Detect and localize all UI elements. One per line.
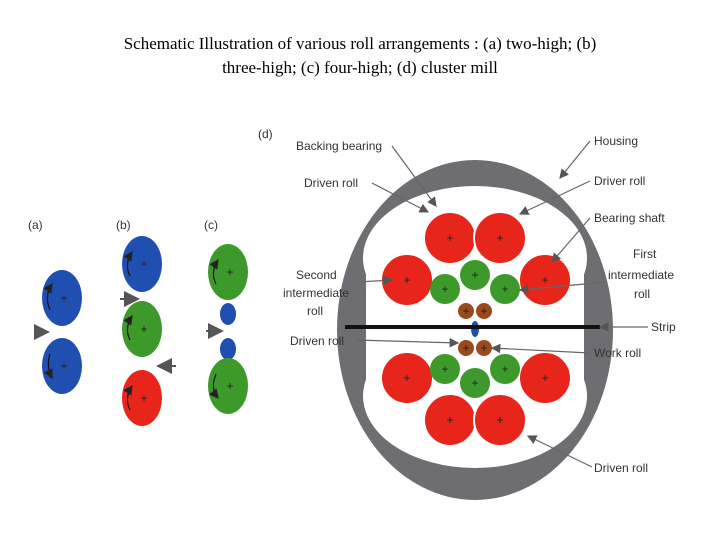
backup-roll-c-top <box>208 244 248 300</box>
roll-b-top <box>122 236 162 292</box>
roll-symbol: + <box>496 413 503 427</box>
leader-second-intermediate <box>357 275 394 286</box>
backing-roll <box>518 351 572 405</box>
work-roll <box>458 303 474 319</box>
roll-symbol: + <box>446 231 453 245</box>
title-line-2: three-high; (c) four-high; (d) cluster m… <box>222 58 498 77</box>
roll-a-bottom <box>42 338 82 394</box>
label-driven-roll-mid: Driven roll <box>290 334 344 348</box>
backing-roll <box>473 211 527 265</box>
first-intermediate-roll <box>460 260 490 290</box>
backing-roll <box>518 253 572 307</box>
roll-symbol: + <box>541 273 548 287</box>
roll-symbol: + <box>446 413 453 427</box>
work-roll-c-bottom <box>220 338 236 360</box>
roll-symbol: + <box>441 282 448 296</box>
figure-title: Schematic Illustration of various roll a… <box>40 32 680 80</box>
roll-symbol: + <box>501 362 508 376</box>
label-driver-roll: Driver roll <box>594 174 645 188</box>
work-roll <box>476 340 492 356</box>
roll-b-middle <box>122 301 162 357</box>
leader-backing-bearing <box>391 145 437 207</box>
first-intermediate-roll <box>490 274 520 304</box>
leader-first-intermediate <box>518 281 607 295</box>
roll-symbol: + <box>480 304 487 318</box>
label-second-intermediate-2: intermediate <box>283 286 349 300</box>
label-driven-roll-top: Driven roll <box>304 176 358 190</box>
work-roll <box>476 303 492 319</box>
label-first-intermediate-1: First <box>633 247 657 261</box>
label-bearing-shaft: Bearing shaft <box>594 211 665 225</box>
roll-symbol: + <box>441 362 448 376</box>
panel-b-label: (b) <box>116 218 131 232</box>
leader-housing <box>559 140 591 179</box>
backing-roll <box>473 393 527 447</box>
roll-symbol: + <box>471 376 478 390</box>
label-second-intermediate-1: Second <box>296 268 337 282</box>
label-backing-bearing: Backing bearing <box>296 139 382 153</box>
roll-symbol: + <box>403 273 410 287</box>
title-line-1: Schematic Illustration of various roll a… <box>123 34 597 53</box>
roll-symbol: + <box>140 257 147 271</box>
first-intermediate-roll <box>430 274 460 304</box>
leader-bearing-shaft <box>551 217 591 263</box>
three-high-mill: + + + <box>120 236 176 426</box>
label-strip: Strip <box>651 320 676 334</box>
strip <box>345 325 600 329</box>
work-roll <box>458 340 474 356</box>
work-roll-c-top <box>220 303 236 325</box>
roll-symbol: + <box>226 379 233 393</box>
panel-c-label: (c) <box>204 218 218 232</box>
roll-symbol: + <box>140 322 147 336</box>
roll-symbol: + <box>541 371 548 385</box>
leader-driven-roll-mid <box>355 337 460 348</box>
label-second-intermediate-3: roll <box>307 304 323 318</box>
backup-roll-c-bottom <box>208 358 248 414</box>
four-high-mill: + + <box>206 244 248 414</box>
roll-symbol: + <box>403 371 410 385</box>
leader-driven-roll-top <box>371 182 430 213</box>
panel-d-label: (d) <box>258 127 273 141</box>
panel-a-label: (a) <box>28 218 43 232</box>
leader-work-roll <box>490 343 591 354</box>
cluster-mill: + + + + + + + + + + + + + + + + + + <box>283 134 676 500</box>
roll-symbol: + <box>471 268 478 282</box>
roll-symbol: + <box>140 391 147 405</box>
leader-driver-roll <box>518 180 591 215</box>
roll-symbol: + <box>462 304 469 318</box>
two-high-mill: + + <box>34 270 82 394</box>
label-driven-roll-bottom: Driven roll <box>594 461 648 475</box>
roll-symbol: + <box>226 265 233 279</box>
leader-driven-roll-bottom <box>526 435 593 468</box>
roll-symbol: + <box>60 291 67 305</box>
label-first-intermediate-3: roll <box>634 287 650 301</box>
label-housing: Housing <box>594 134 638 148</box>
first-intermediate-roll <box>490 354 520 384</box>
label-first-intermediate-2: intermediate <box>608 268 674 282</box>
first-intermediate-roll <box>460 368 490 398</box>
roll-symbol: + <box>462 341 469 355</box>
roll-symbol: + <box>60 359 67 373</box>
roll-symbol: + <box>480 341 487 355</box>
first-intermediate-roll <box>430 354 460 384</box>
label-work-roll: Work roll <box>594 346 641 360</box>
roll-b-bottom <box>122 370 162 426</box>
roll-symbol: + <box>496 231 503 245</box>
roll-symbol: + <box>501 282 508 296</box>
